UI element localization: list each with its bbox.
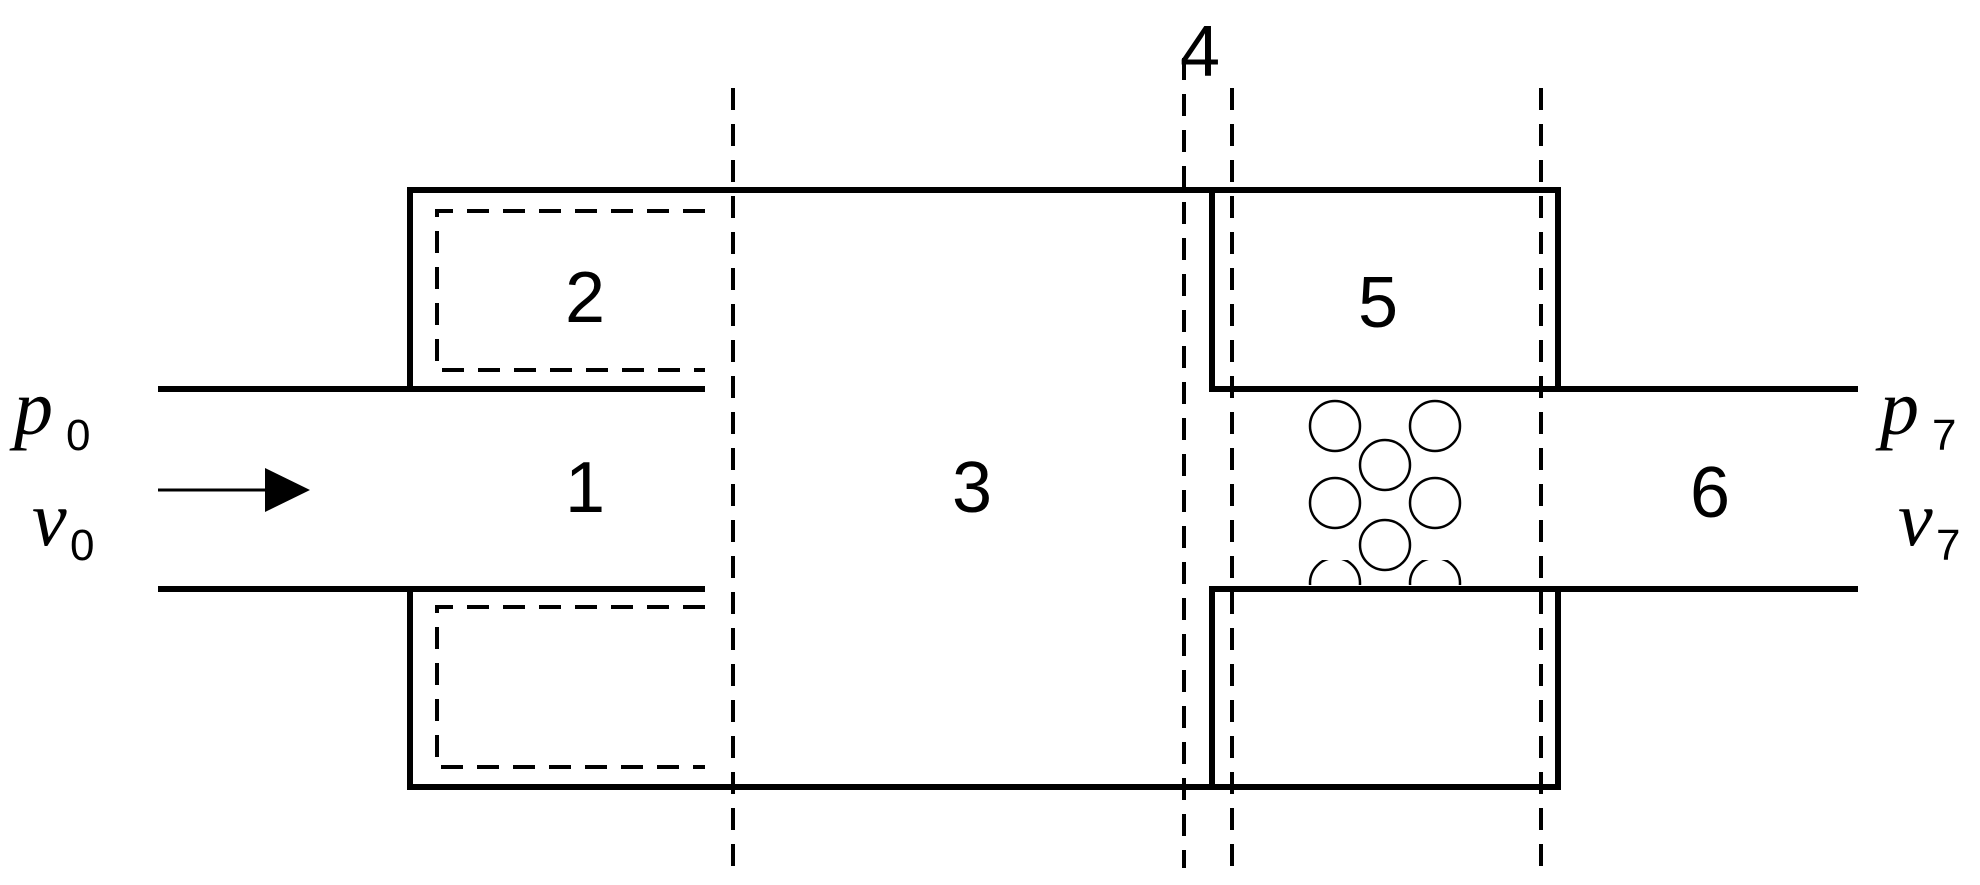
outlet-pressure-label: p 7	[1875, 364, 1956, 460]
flow-arrow	[158, 468, 310, 512]
packing-ball	[1408, 399, 1462, 453]
region-label-5: 5	[1358, 263, 1398, 343]
packing-ball	[1358, 438, 1412, 492]
inlet-pressure-symbol: p	[9, 364, 53, 451]
region-label-6: 6	[1690, 453, 1730, 533]
outlet-velocity-symbol: v	[1898, 475, 1933, 562]
packing-ball	[1308, 476, 1362, 530]
inlet-pressure-subscript: 0	[66, 411, 90, 460]
section-boundaries	[731, 58, 1543, 868]
outlet-pressure-symbol: p	[1875, 364, 1919, 451]
packing-ball	[1408, 476, 1462, 530]
inlet-pipe	[158, 386, 705, 592]
inlet-pressure-label: p 0	[9, 364, 90, 460]
inlet-velocity-label: v 0	[32, 475, 94, 570]
resonator-section	[1209, 187, 1561, 790]
packing-material	[1308, 399, 1462, 585]
annular-cavity-boundary	[435, 209, 705, 769]
outlet-velocity-subscript: 7	[1936, 521, 1960, 570]
packing-ball	[1408, 560, 1462, 585]
packing-ball	[1358, 518, 1412, 572]
outlet-pressure-subscript: 7	[1932, 411, 1956, 460]
region-label-1: 1	[565, 448, 605, 528]
region-label-4: 4	[1180, 12, 1220, 92]
cavity-lower-dashed-outline	[435, 605, 705, 769]
region-label-3: 3	[952, 448, 992, 528]
packing-ball	[1308, 560, 1362, 585]
expansion-chamber	[407, 187, 1212, 790]
packing-partial-row	[1308, 560, 1462, 585]
cavity-upper-dashed-outline	[435, 209, 705, 372]
flow-arrow-head	[265, 468, 310, 512]
inlet-velocity-subscript: 0	[70, 521, 94, 570]
outlet-velocity-label: v 7	[1898, 475, 1960, 570]
packing-ball	[1308, 399, 1362, 453]
region-label-2: 2	[565, 258, 605, 338]
outlet-pipe	[1555, 386, 1858, 592]
inlet-velocity-symbol: v	[32, 475, 67, 562]
